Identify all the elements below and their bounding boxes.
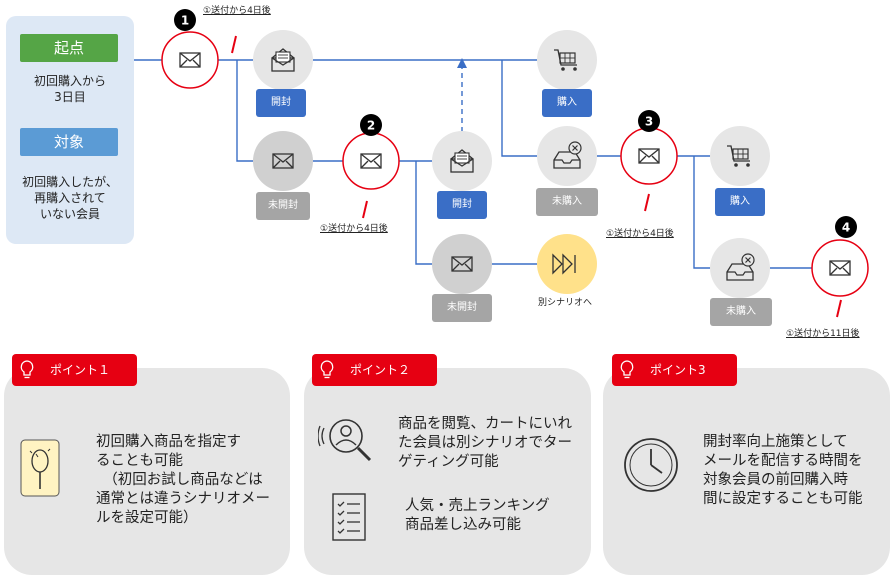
svg-text:4: 4	[842, 221, 850, 235]
svg-text:1: 1	[181, 14, 189, 28]
unopened-node-1	[253, 131, 313, 191]
label-not-purchased-1: 未購入	[536, 188, 598, 216]
clock-icon	[624, 438, 678, 492]
point-2-text-b: 人気・売上ランキング 商品差し込み可能	[405, 498, 550, 533]
purchased-node-2	[710, 126, 770, 186]
point-tag-3-label: ポイント3	[650, 363, 706, 377]
unopened-node-2	[432, 234, 492, 294]
not-purchased-node-2	[710, 238, 770, 298]
step-badge-3: 3	[638, 110, 660, 132]
label-purchased-2: 購入	[715, 188, 765, 216]
point-3-text: 開封率向上施策として メールを配信する時間を 対象会員の前回購入時 間に設定する…	[703, 434, 863, 507]
send-node-4	[811, 239, 869, 297]
svg-text:2: 2	[367, 119, 375, 133]
lightbulb-icon	[20, 360, 34, 379]
timing-note-2: ①送付から4日後	[320, 224, 388, 234]
other-scenario-label: 別シナリオへ	[538, 298, 593, 308]
send-node-2	[342, 132, 400, 190]
point-panel-3	[603, 368, 890, 575]
timing-note-1: ①送付から4日後	[203, 6, 271, 16]
svg-text:3: 3	[645, 115, 653, 129]
send-node-1	[161, 31, 219, 89]
step-badge-2: 2	[360, 114, 382, 136]
scenario-flow: 1 2 3 4	[134, 9, 869, 318]
opened-node-1	[253, 30, 313, 90]
send-node-3	[620, 127, 678, 185]
timing-note-4: ①送付から11日後	[786, 329, 860, 339]
timing-note-3: ①送付から4日後	[606, 229, 674, 239]
label-opened-1: 開封	[256, 89, 306, 117]
target-tag: 対象	[20, 128, 118, 156]
target-text: 初回購入したが、 再購入されて いない会員	[22, 175, 118, 221]
checklist-icon	[332, 493, 366, 541]
label-purchased-1: 購入	[542, 89, 592, 117]
start-tag: 起点	[20, 34, 118, 62]
opened-node-2	[432, 131, 492, 191]
start-text: 初回購入から 3日目	[33, 74, 106, 104]
user-search-icon	[318, 419, 372, 462]
hand-mirror-icon	[20, 439, 60, 497]
point-1-text: 初回購入商品を指定す ることも可能 （初回お試し商品などは 通常とは違うシナリオ…	[96, 434, 270, 526]
point-2-text-a: 商品を閲覧、カートにいれ た会員は別シナリオでター ゲティング可能	[398, 416, 572, 470]
lightbulb-icon	[320, 360, 334, 379]
step-badge-1: 1	[174, 9, 196, 31]
label-unopened-2: 未開封	[432, 294, 492, 322]
point-tag-3: ポイント3	[612, 354, 737, 386]
not-purchased-node-1	[537, 126, 597, 186]
point-tag-1: ポイント１	[12, 354, 137, 386]
label-opened-2: 開封	[437, 191, 487, 219]
purchased-node-1	[537, 30, 597, 90]
point-tag-2: ポイント２	[312, 354, 437, 386]
label-not-purchased-2: 未購入	[710, 298, 772, 326]
step-badge-4: 4	[835, 216, 857, 238]
point-tag-1-label: ポイント１	[50, 363, 111, 377]
point-tag-2-label: ポイント２	[350, 363, 411, 377]
lightbulb-icon	[620, 360, 634, 379]
other-scenario-node	[537, 234, 597, 294]
label-unopened-1: 未開封	[256, 192, 310, 220]
flow-connectors	[134, 59, 812, 269]
